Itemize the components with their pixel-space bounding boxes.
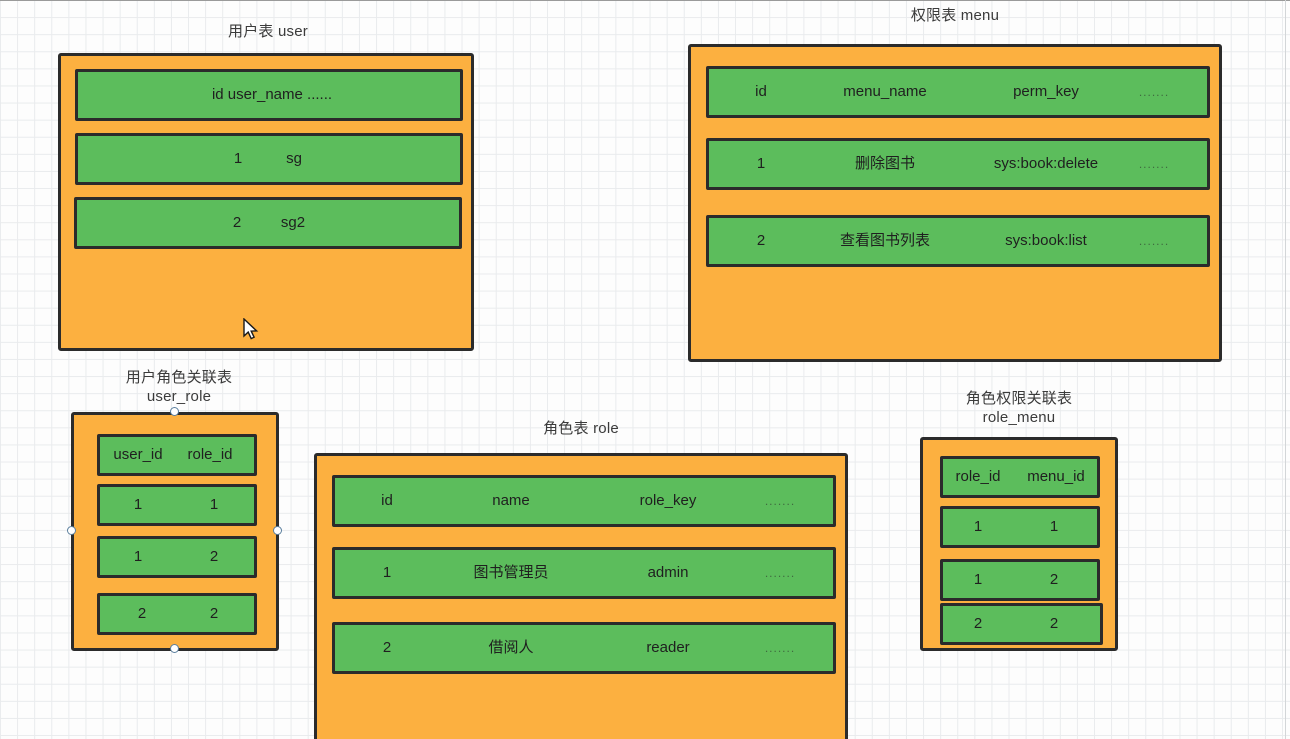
cell-user-r1-0: 1 — [233, 150, 243, 167]
role-menu-table-row[interactable]: 1 1 — [940, 506, 1100, 548]
cell-menu-header-0: id — [755, 83, 767, 100]
user-table-row[interactable]: 1 sg — [75, 133, 463, 185]
menu-table-row-header[interactable]: id menu_name perm_key ....... — [706, 66, 1210, 118]
canvas-top-divider — [0, 0, 1290, 1]
role-table-row[interactable]: 2 借阅人 reader ....... — [332, 622, 836, 674]
cell-rolemenu-r3-0: 2 — [973, 615, 983, 632]
resize-handle-top[interactable] — [170, 407, 179, 416]
cell-rolemenu-header-1: menu_id — [1027, 468, 1085, 485]
cell-user-header-0: id user_name ...... — [211, 86, 333, 103]
cell-userrole-r3-0: 2 — [137, 605, 147, 622]
menu-table-box[interactable]: id menu_name perm_key ....... 1 删除图书 sys… — [688, 44, 1222, 362]
cell-menu-r2-3: ....... — [1138, 234, 1170, 248]
cell-menu-r2-0: 2 — [756, 232, 766, 249]
role-table-title: 角色表 role — [543, 420, 619, 437]
cell-menu-r1-3: ....... — [1138, 157, 1170, 171]
cell-userrole-header-0: user_id — [113, 446, 163, 463]
cell-menu-r1-2: sys:book:delete — [993, 155, 1099, 172]
cell-role-r2-2: reader — [646, 639, 690, 656]
menu-table-row[interactable]: 1 删除图书 sys:book:delete ....... — [706, 138, 1210, 190]
cell-userrole-r3-1: 2 — [209, 605, 219, 622]
cell-user-r2-0: 2 — [232, 214, 242, 231]
resize-handle-bottom[interactable] — [170, 644, 179, 653]
user-role-table-row[interactable]: 1 2 — [97, 536, 257, 578]
cell-role-r2-3: ....... — [764, 641, 796, 655]
user-table-title: 用户表 user — [228, 23, 308, 40]
role-table-row-header[interactable]: id name role_key ....... — [332, 475, 836, 527]
cell-role-header-3: ....... — [764, 494, 796, 508]
cell-role-r2-1: 借阅人 — [488, 639, 534, 656]
resize-handle-left[interactable] — [67, 526, 76, 535]
role-menu-table-row[interactable]: 2 2 — [940, 603, 1103, 645]
cell-menu-header-3: ....... — [1138, 85, 1170, 99]
cell-role-r2-0: 2 — [382, 639, 392, 656]
role-menu-table-box[interactable]: role_id menu_id 1 1 1 2 2 2 — [920, 437, 1118, 651]
user-role-table-row-header[interactable]: user_id role_id — [97, 434, 257, 476]
user-role-table-row[interactable]: 2 2 — [97, 593, 257, 635]
cell-role-r1-0: 1 — [382, 564, 392, 581]
cell-rolemenu-r1-0: 1 — [973, 518, 983, 535]
resize-handle-right[interactable] — [273, 526, 282, 535]
menu-table-row[interactable]: 2 查看图书列表 sys:book:list ....... — [706, 215, 1210, 267]
cell-user-r1-1: sg — [286, 150, 302, 167]
user-role-table-box[interactable]: user_id role_id 1 1 1 2 2 2 — [71, 412, 279, 651]
cell-menu-r1-0: 1 — [756, 155, 766, 172]
cell-menu-r1-1: 删除图书 — [854, 155, 915, 172]
cell-user-r2-1: sg2 — [280, 214, 306, 231]
role-menu-table-row-header[interactable]: role_id menu_id — [940, 456, 1100, 498]
cell-rolemenu-r2-0: 1 — [973, 571, 983, 588]
user-table-row-header[interactable]: id user_name ...... — [75, 69, 463, 121]
cell-menu-header-1: menu_name — [843, 83, 927, 100]
cell-userrole-header-1: role_id — [187, 446, 233, 463]
cell-userrole-r2-1: 2 — [209, 548, 219, 565]
cell-menu-r2-2: sys:book:list — [1005, 232, 1087, 249]
cell-userrole-r1-1: 1 — [209, 496, 219, 513]
role-menu-table-row[interactable]: 1 2 — [940, 559, 1100, 601]
user-table-box[interactable]: id user_name ...... 1 sg 2 sg2 — [58, 53, 474, 351]
cell-role-header-0: id — [381, 492, 393, 509]
user-table-row[interactable]: 2 sg2 — [74, 197, 462, 249]
cell-userrole-r1-0: 1 — [133, 496, 143, 513]
cell-role-header-2: role_key — [639, 492, 697, 509]
menu-table-title: 权限表 menu — [910, 7, 1000, 24]
cell-rolemenu-r2-1: 2 — [1049, 571, 1059, 588]
cell-role-header-1: name — [492, 492, 530, 509]
user-role-table-title: 用户角色关联表 user_role — [125, 369, 233, 405]
cell-role-r1-1: 图书管理员 — [473, 564, 549, 581]
cell-rolemenu-header-0: role_id — [955, 468, 1001, 485]
cell-menu-header-2: perm_key — [1013, 83, 1079, 100]
cell-rolemenu-r1-1: 1 — [1049, 518, 1059, 535]
cell-userrole-r2-0: 1 — [133, 548, 143, 565]
user-role-table-row[interactable]: 1 1 — [97, 484, 257, 526]
role-menu-table-title: 角色权限关联表 role_menu — [965, 390, 1073, 426]
cell-role-r1-3: ....... — [764, 566, 796, 580]
cell-role-r1-2: admin — [647, 564, 689, 581]
canvas-right-divider — [1285, 0, 1286, 739]
role-table-row[interactable]: 1 图书管理员 admin ....... — [332, 547, 836, 599]
cell-menu-r2-1: 查看图书列表 — [839, 232, 930, 249]
role-table-box[interactable]: id name role_key ....... 1 图书管理员 admin .… — [314, 453, 848, 739]
cell-rolemenu-r3-1: 2 — [1049, 615, 1059, 632]
